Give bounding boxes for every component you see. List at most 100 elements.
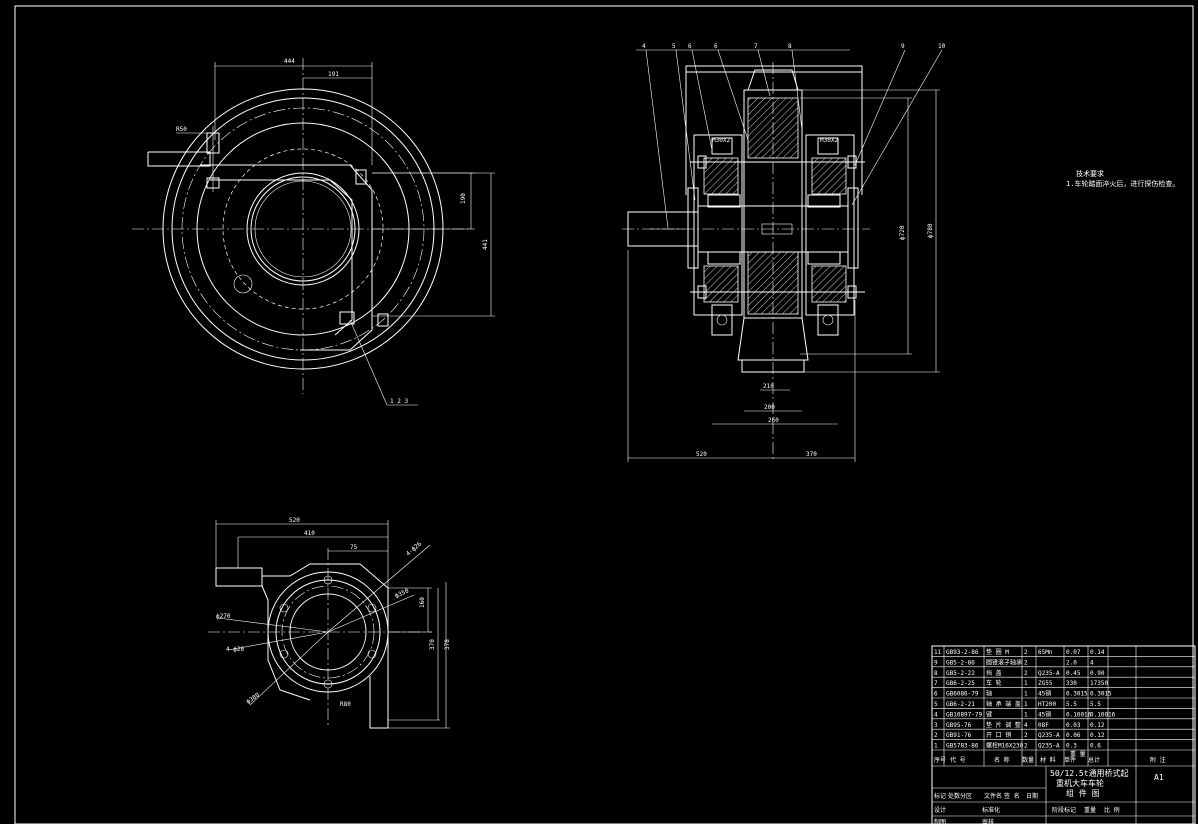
parts-row-cell: GB6-2-25: [946, 680, 975, 687]
drawing-title-line-2: 重机大车车轮: [1056, 778, 1104, 788]
parts-row-cell: 2.0: [1066, 659, 1077, 666]
parts-header-cell: 附 注: [1150, 756, 1166, 764]
balloon-7: 7: [754, 43, 758, 50]
parts-row-cell: 车 轮: [986, 679, 1002, 687]
dim-200: 200: [764, 404, 775, 411]
signoff-a: 日期: [1026, 792, 1038, 800]
parts-row-cell: 0.10016: [1066, 711, 1092, 718]
parts-row-cell: 11: [934, 649, 942, 656]
parts-row-cell: 轴 承 端 盖: [986, 700, 1021, 708]
signoff-a: 标记: [934, 792, 946, 800]
parts-row-cell: 圆锥滚子轴承: [986, 658, 1022, 666]
parts-header-cell: 名 称: [994, 756, 1010, 764]
parts-row-cell: GB6086-79: [946, 691, 979, 698]
parts-row-cell: 垫 圈 M: [986, 648, 1009, 656]
balloon-6a: 6: [688, 43, 692, 50]
dim-378: 378: [444, 639, 451, 650]
parts-row-cell: 1: [1024, 711, 1028, 718]
dim-520: 520: [696, 451, 707, 458]
parts-row-cell: 0.14: [1090, 649, 1105, 656]
dim-370: 370: [806, 451, 817, 458]
signoff-b: 设计: [934, 806, 946, 814]
dim-190: 190: [460, 193, 467, 204]
balloon-9: 9: [901, 43, 905, 50]
parts-row-cell: 0.12: [1090, 722, 1105, 729]
parts-row-cell: 垫 片 调 整: [986, 721, 1021, 729]
parts-row-cell: Q235-A: [1038, 743, 1060, 750]
parts-row-cell: 螺栓M16X230: [986, 742, 1024, 750]
parts-row-cell: 330: [1066, 680, 1077, 687]
parts-row-cell: Q235-A: [1038, 670, 1060, 677]
signoff-a: 文件名: [984, 792, 1002, 800]
parts-row-cell: 0.3: [1066, 743, 1077, 750]
parts-row-cell: 0.10016: [1090, 711, 1116, 718]
parts-row-cell: GB5-2-22: [946, 670, 975, 677]
notes-line-1: 1.车轮踏面淬火后，进行探伤检查。: [1066, 179, 1179, 188]
parts-row-cell: 0.07: [1066, 649, 1081, 656]
parts-header-weight: 重 量: [1070, 750, 1086, 758]
parts-row-cell: 2: [1024, 732, 1028, 739]
parts-row-cell: 1: [1024, 701, 1028, 708]
parts-row-cell: 4: [1090, 659, 1094, 666]
parts-row-cell: 9: [934, 659, 938, 666]
dim-444: 444: [284, 58, 295, 65]
parts-row-cell: 键: [986, 710, 992, 718]
balloon-6b: 6: [714, 43, 718, 50]
dim-410: 410: [304, 530, 315, 537]
parts-row-cell: 2: [1024, 743, 1028, 750]
parts-row-cell: 2: [1024, 659, 1028, 666]
parts-row-cell: 0.6: [1090, 743, 1101, 750]
parts-row-cell: 45钢: [1038, 690, 1051, 698]
wheel-section-view: 4 5 6 6 7 8 9 10 M30X2 M30X2 ф780 ф720 2…: [622, 43, 946, 462]
parts-row-cell: 8: [934, 670, 938, 677]
bearing-housing-view: 520 410 75 160 370 378 R80 4-ф26 ф350 ф2…: [208, 517, 451, 729]
parts-row-cell: GB5783-86: [946, 743, 979, 750]
drawing-title-line-1: 50/12.5t通用桥式起: [1050, 768, 1129, 778]
signoff-a: 处数: [948, 792, 960, 800]
parts-header-cell: 材 料: [1040, 756, 1056, 764]
dim-bolt-left: M30X2: [712, 137, 730, 144]
signoff-b: 标准化: [982, 806, 1000, 814]
parts-row-cell: 挡 盖: [986, 669, 1002, 677]
balloon-8: 8: [788, 43, 792, 50]
balloon-10: 10: [938, 43, 946, 50]
parts-row-cell: 轴: [986, 690, 992, 698]
dim-191: 191: [328, 71, 339, 78]
parts-row-cell: 4: [1024, 722, 1028, 729]
dim-bolt-right: M30X2: [820, 137, 838, 144]
notes-title: 技术要求: [1076, 169, 1104, 178]
parts-row-cell: 0.06: [1066, 732, 1081, 739]
parts-row-cell: 7: [934, 680, 938, 687]
signoff-b: 比 例: [1104, 806, 1120, 814]
dim-210: 210: [763, 383, 774, 390]
dim-75: 75: [350, 544, 358, 551]
dim-160: 160: [419, 597, 426, 608]
parts-row-cell: 1: [934, 743, 938, 750]
parts-row-cell: 65Mn: [1038, 649, 1053, 656]
parts-row-cell: 4: [934, 711, 938, 718]
dim-4-phi26-a: 4-ф26: [405, 540, 424, 557]
parts-header-cell: 总计: [1088, 756, 1100, 764]
drawing-frame: [14, 5, 1194, 824]
parts-row-cell: 45钢: [1038, 710, 1051, 718]
signoff-c: 审核: [982, 818, 994, 824]
dim-phi380: ф380: [245, 691, 261, 705]
parts-row-cell: GB6-2-21: [946, 701, 975, 708]
parts-row-cell: 2: [1024, 670, 1028, 677]
parts-row-cell: 0.03: [1066, 722, 1081, 729]
parts-row-cell: 0.12: [1090, 732, 1105, 739]
parts-row-cell: 开 口 销: [986, 731, 1011, 739]
signoff-c: 制图: [934, 818, 946, 824]
technical-notes: 技术要求 1.车轮踏面淬火后，进行探伤检查。: [1066, 169, 1179, 188]
dim-phi720: ф720: [899, 225, 906, 240]
parts-row-cell: 6: [934, 691, 938, 698]
parts-row-cell: 2: [1024, 649, 1028, 656]
parts-row-cell: GB91-76: [946, 732, 972, 739]
parts-row-cell: 1: [1024, 680, 1028, 687]
parts-row-cell: GB10897-79: [946, 711, 983, 718]
dim-R80: R80: [340, 701, 351, 708]
dim-phi780: ф780: [927, 223, 934, 238]
parts-row-cell: 0.45: [1066, 670, 1081, 677]
